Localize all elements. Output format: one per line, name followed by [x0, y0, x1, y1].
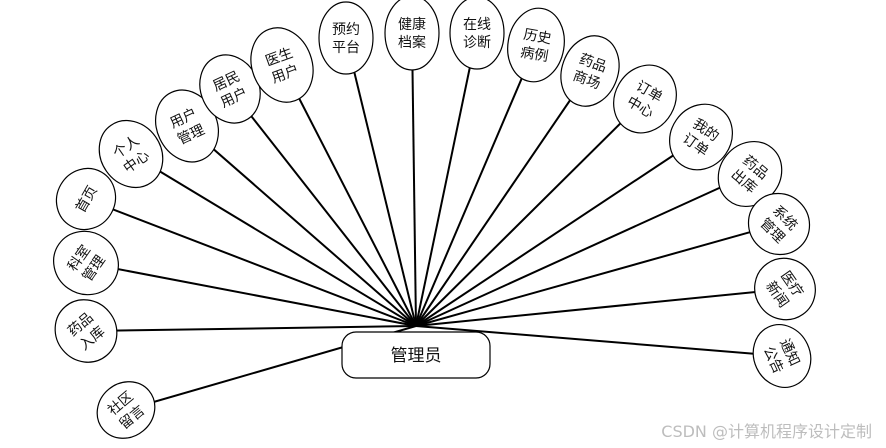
function-node-label: 在线 [463, 17, 491, 33]
function-node-label: 健康 [398, 16, 426, 33]
function-node-ellipse [613, 64, 677, 134]
center-node-label: 管理员 [391, 346, 442, 366]
connector-line [415, 98, 646, 327]
function-node-ellipse [560, 35, 620, 107]
function-node-ellipse [250, 27, 314, 103]
connector-line [415, 173, 751, 327]
function-node-ellipse [54, 299, 118, 363]
function-node-label: 档案 [398, 34, 426, 51]
connector-line [130, 153, 417, 327]
connector-line [415, 44, 537, 327]
connector-line [85, 262, 417, 327]
function-node-ellipse [53, 230, 119, 296]
function-node: 首页 [55, 167, 117, 231]
connector-line [186, 125, 417, 327]
function-node-ellipse [384, 0, 440, 71]
connector-line [85, 325, 417, 332]
function-node-ellipse [96, 381, 156, 439]
function-node-ellipse [752, 324, 812, 388]
watermark: CSDN @计算机程序设计定制 [661, 422, 872, 441]
function-node-ellipse [449, 0, 505, 70]
connector-line [415, 325, 783, 357]
function-node-label: 平台 [332, 40, 360, 56]
connector-line [229, 88, 417, 327]
center-node-box [341, 331, 491, 379]
connector-line [345, 37, 417, 327]
function-node-ellipse [55, 167, 117, 231]
function-node-label: 历史 [522, 27, 552, 48]
function-node-ellipse [669, 103, 733, 171]
connector-lines [85, 32, 786, 411]
connector-line [411, 32, 417, 327]
function-node-ellipse [747, 192, 811, 256]
function-node-ellipse [507, 7, 565, 83]
function-node-ellipse [754, 257, 816, 321]
center-node: 管理员 [341, 331, 491, 379]
connector-line [281, 64, 417, 327]
function-node-ellipse [318, 1, 374, 75]
connector-line [415, 70, 591, 327]
function-node-label: 预约 [332, 22, 360, 38]
connector-line [415, 32, 478, 327]
connector-line [85, 198, 417, 327]
connector-line [415, 223, 780, 327]
connector-line [415, 288, 786, 327]
function-node-ellipse [98, 119, 164, 189]
function-node-label: 诊断 [463, 35, 491, 51]
function-node-label: 病例 [519, 45, 549, 66]
connector-line [415, 136, 702, 327]
